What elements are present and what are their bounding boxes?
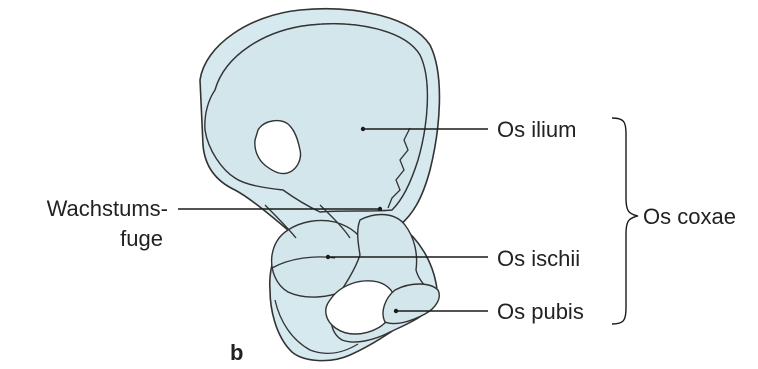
label-os-ilium: Os ilium — [497, 117, 576, 142]
leader-dot-os-ischii — [326, 255, 330, 259]
label-os-coxae: Os coxae — [643, 204, 736, 229]
os-coxae-brace — [612, 118, 638, 324]
leader-dot-wachstumsfuge — [378, 207, 382, 211]
label-os-ischii: Os ischii — [497, 246, 580, 271]
label-wachstumsfuge-line1: Wachstums- — [47, 196, 168, 221]
label-os-pubis: Os pubis — [497, 299, 584, 324]
label-wachstumsfuge-line2: fuge — [120, 226, 163, 251]
leader-dot-os-ilium — [361, 127, 365, 131]
hip-bone-drawing — [200, 9, 439, 361]
leader-dot-os-pubis — [394, 309, 398, 313]
panel-letter: b — [230, 340, 243, 365]
